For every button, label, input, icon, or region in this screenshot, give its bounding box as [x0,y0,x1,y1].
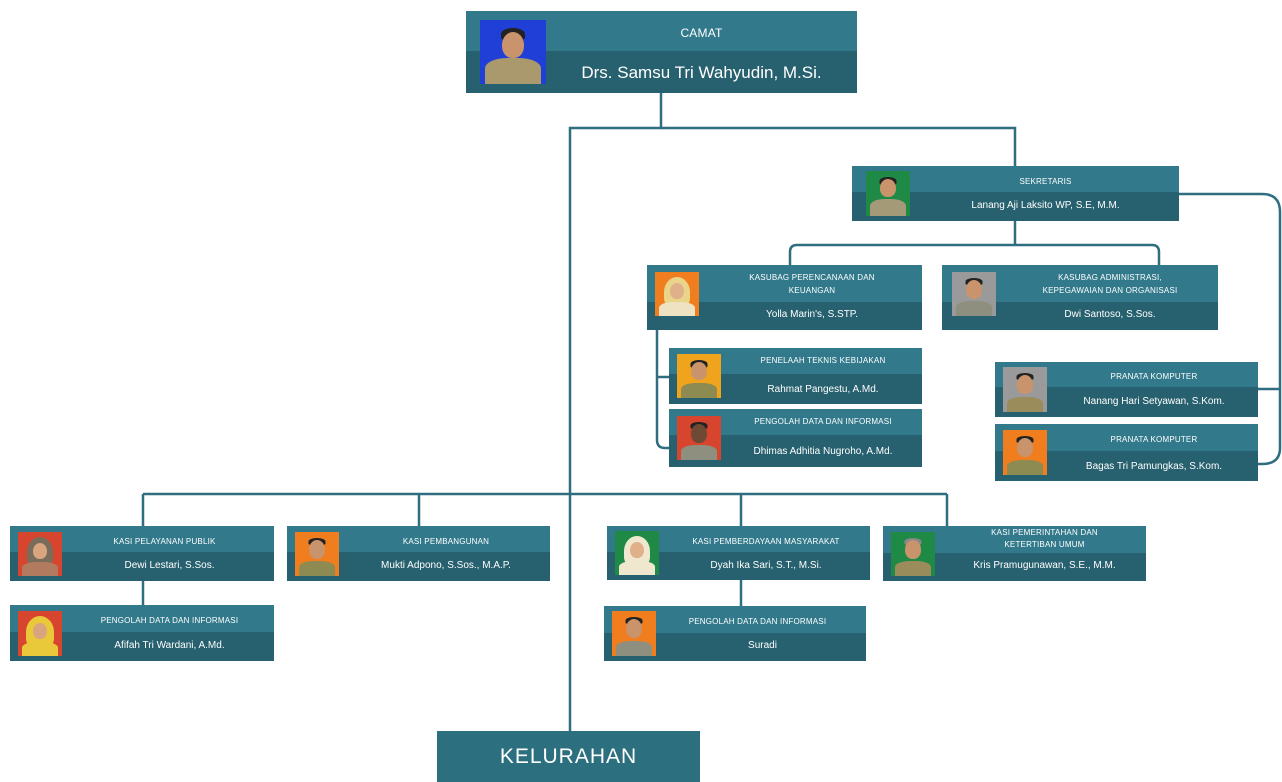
kasi-pelayanan-card: KASI PELAYANAN PUBLIK Dewi Lestari, S.So… [10,526,274,581]
sekretaris-to-pranata-line [1179,192,1282,466]
kasubag-perencanaan-name: Yolla Marin's, S.STP. [766,309,858,320]
pengolah-pemberdayaan-role: PENGOLAH DATA DAN INFORMASI [688,617,827,626]
kasi-drop-lines [141,494,949,526]
camat-photo [480,20,546,84]
camat-to-kelurahan-line [568,93,663,731]
kasi-pemberdayaan-photo [615,531,659,575]
pengolah-pelayanan-name: Afifah Tri Wardani, A.Md. [114,640,225,651]
pengolah-pemberdayaan-card: PENGOLAH DATA DAN INFORMASI Suradi [604,606,866,661]
kasi-pelayanan-role: KASI PELAYANAN PUBLIK [113,537,216,546]
kasi-pembangunan-card: KASI PEMBANGUNAN Mukti Adpono, S.Sos., M… [287,526,550,581]
kasi-pemerintahan-role-2: KETERTIBAN UMUM [1004,540,1085,549]
kasi-pelayanan-photo [18,532,62,576]
kasubag-administrasi-role-2: KEPEGAWAIAN DAN ORGANISASI [1042,286,1178,295]
kasi-pemerintahan-photo [891,532,935,576]
sekretaris-name: Lanang Aji Laksito WP, S.E, M.M. [971,200,1120,211]
perencanaan-to-staff-line [655,330,669,450]
camat-card: CAMAT Drs. Samsu Tri Wahyudin, M.Si. [466,11,857,93]
pengolah-pemberdayaan-photo [612,611,656,656]
kasi-pemerintahan-name: Kris Pramugunawan, S.E., M.M. [973,560,1116,571]
pranata-1-role: PRANATA KOMPUTER [1110,372,1198,381]
kasubag-administrasi-name: Dwi Santoso, S.Sos. [1064,309,1156,320]
penelaah-name: Rahmat Pangestu, A.Md. [767,384,879,395]
kasi-pemberdayaan-role: KASI PEMBERDAYAAN MASYARAKAT [692,537,840,546]
pengolah-sekretariat-role: PENGOLAH DATA DAN INFORMASI [754,417,892,426]
pranata-2-role: PRANATA KOMPUTER [1110,435,1198,444]
sekretaris-photo [866,171,910,216]
pengolah-sekretariat-card: PENGOLAH DATA DAN INFORMASI Dhimas Adhit… [669,409,922,467]
sekretaris-to-kasubag-line [788,221,1161,265]
sekretaris-role: SEKRETARIS [1019,177,1072,186]
pranata-1-name: Nanang Hari Setyawan, S.Kom. [1083,396,1225,407]
kelurahan-box: KELURAHAN [437,731,700,782]
pengolah-sekretariat-photo [677,416,721,460]
pengolah-pelayanan-photo [18,611,62,656]
kasubag-perencanaan-role-2: KEUANGAN [788,286,836,295]
pranata-2-photo [1003,430,1047,475]
kasi-pemberdayaan-name: Dyah Ika Sari, S.T., M.Si. [710,560,822,571]
pranata-1-card: PRANATA KOMPUTER Nanang Hari Setyawan, S… [995,362,1258,417]
pranata-1-photo [1003,367,1047,412]
kasi-pemberdayaan-card: KASI PEMBERDAYAAN MASYARAKAT Dyah Ika Sa… [607,526,870,580]
kasi-pembangunan-name: Mukti Adpono, S.Sos., M.A.P. [381,560,511,571]
camat-role: CAMAT [680,26,723,40]
kasubag-administrasi-role-1: KASUBAG ADMINISTRASI, [1058,273,1162,282]
pengolah-sekretariat-name: Dhimas Adhitia Nugroho, A.Md. [753,446,893,457]
kasubag-perencanaan-photo [655,272,699,316]
kasi-pemerintahan-role-1: KASI PEMERINTAHAN DAN [991,528,1098,537]
kasubag-administrasi-photo [952,272,996,316]
penelaah-photo [677,354,721,398]
kasi-pemerintahan-card: KASI PEMERINTAHAN DAN KETERTIBAN UMUM Kr… [883,526,1146,581]
kasubag-perencanaan-role-1: KASUBAG PERENCANAAN DAN [749,273,875,282]
camat-name: Drs. Samsu Tri Wahyudin, M.Si. [581,63,822,82]
kasi-pembangunan-role: KASI PEMBANGUNAN [402,537,490,546]
pengolah-pelayanan-card: PENGOLAH DATA DAN INFORMASI Afifah Tri W… [10,605,274,661]
kasubag-administrasi-card: KASUBAG ADMINISTRASI, KEPEGAWAIAN DAN OR… [942,265,1218,330]
pranata-2-card: PRANATA KOMPUTER Bagas Tri Pamungkas, S.… [995,424,1258,481]
penelaah-card: PENELAAH TEKNIS KEBIJAKAN Rahmat Pangest… [669,348,922,404]
sekretaris-card: SEKRETARIS Lanang Aji Laksito WP, S.E, M… [852,166,1179,221]
penelaah-role: PENELAAH TEKNIS KEBIJAKAN [760,356,886,365]
pranata-2-name: Bagas Tri Pamungkas, S.Kom. [1085,461,1223,472]
kasi-pelayanan-name: Dewi Lestari, S.Sos. [124,560,215,571]
kasi-pembangunan-photo [295,532,339,576]
pengolah-pemberdayaan-name: Suradi [748,640,777,651]
pengolah-pelayanan-role: PENGOLAH DATA DAN INFORMASI [100,616,239,625]
kasubag-perencanaan-card: KASUBAG PERENCANAAN DAN KEUANGAN Yolla M… [647,265,922,330]
camat-to-sekretaris-line [661,126,1017,166]
